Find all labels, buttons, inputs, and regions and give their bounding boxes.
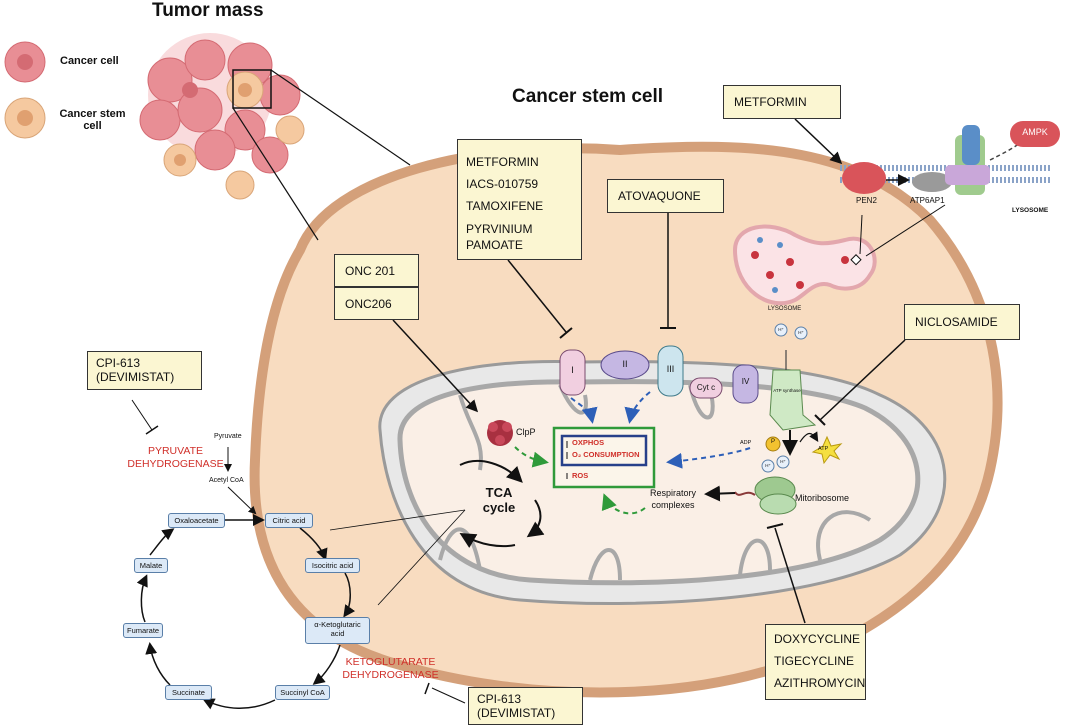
lysosome-label: LYSOSOME: [1012, 207, 1049, 214]
h-ion-label: H⁺: [780, 459, 786, 464]
atp-star: [811, 435, 843, 465]
cytochrome-c-label: Cyt c: [696, 383, 716, 392]
tca-cycle-label: TCA cycle: [482, 485, 516, 515]
tumor-mass-title: Tumor mass: [152, 0, 264, 21]
acetyl-coa-label: Acetyl CoA: [209, 477, 244, 484]
h-ion-label: H⁺: [765, 463, 771, 468]
ampk-label: AMPK: [1022, 127, 1048, 137]
metformin-lysosome-label: METFORMIN: [734, 95, 807, 109]
atp-synthase: [769, 369, 817, 431]
respiratory-complexes-label: Respiratory complexes: [649, 488, 696, 510]
phosphate-label: P: [770, 439, 775, 445]
cpi613-pdh-name: CPI-613: [96, 356, 141, 370]
ribosome-inhibitors-box: DOXYCYCLINE TIGECYCLINE AZITHROMYCIN: [765, 624, 866, 700]
atp6ap1-label: ATP6AP1: [910, 196, 945, 205]
complex-ii-label: II: [622, 359, 628, 369]
pyruvate-label: Pyruvate: [214, 433, 242, 440]
atovaquone-box: ATOVAQUONE: [607, 179, 724, 213]
onc201-box: ONC 201: [334, 254, 419, 287]
drug-tigecycline: TIGECYCLINE: [774, 654, 855, 669]
legend-cancer-stem-cell: Cancer stem cell: [59, 108, 126, 132]
tca-node-succinyl-coa: Succinyl CoA: [275, 685, 330, 700]
drug-iacs-010759: IACS-010759: [466, 177, 539, 192]
mitoribosome-label: Mitoribosome: [795, 493, 850, 503]
tca-node-malate: Malate: [134, 558, 168, 573]
complex-i-inhibitors-box: METFORMIN IACS-010759 TAMOXIFENE PYRVINI…: [457, 139, 582, 260]
drug-doxycycline: DOXYCYCLINE: [774, 632, 861, 646]
atp6ap1-protein: [912, 172, 952, 192]
atp-label: ATP: [818, 446, 829, 452]
tca-node-alpha-ketoglutaric-acid: α-Ketoglutaric acid: [305, 617, 370, 644]
metformin-lysosome-box: METFORMIN: [723, 85, 841, 119]
complex-iv-label: IV: [741, 377, 750, 386]
tca-node-oxaloacetate: Oxaloacetate: [168, 513, 225, 528]
ketoglutarate-dehydrogenase-label: KETOGLUTARATE DEHYDROGENASE: [342, 656, 439, 681]
drug-pyrvinium-pamoate: PYRVINIUM PAMOATE: [466, 221, 533, 252]
cpi613-kgdh-name: CPI-613: [477, 692, 522, 706]
clpp-label: ClpP: [516, 427, 536, 437]
atp-synthase-label: ATP synthase: [773, 388, 801, 393]
pen2-label: PEN2: [856, 196, 877, 205]
pyruvate-dehydrogenase-label: PYRUVATE DEHYDROGENASE: [127, 445, 224, 470]
tumor-mass: [139, 33, 305, 200]
adp-label: ADP: [740, 440, 752, 446]
effect-ros: ROS: [572, 471, 589, 480]
drug-metformin: METFORMIN: [466, 155, 539, 169]
niclosamide-box: NICLOSAMIDE: [904, 304, 1020, 340]
cpi613-pdh-alias: (DEVIMISTAT): [96, 370, 175, 385]
onc206-label: ONC206: [345, 297, 392, 311]
clpp-icon: [487, 420, 513, 446]
tca-node-isocitric-acid: Isocitric acid: [305, 558, 360, 573]
ampk-badge: [1010, 121, 1060, 147]
drug-azithromycin: AZITHROMYCIN: [774, 676, 866, 691]
phosphate: [765, 436, 781, 452]
tca-node-succinate: Succinate: [165, 685, 212, 700]
cancer-stem-cell-title: Cancer stem cell: [512, 86, 664, 107]
atovaquone-label: ATOVAQUONE: [618, 189, 701, 203]
complex-i: [559, 349, 586, 396]
complex-iii: [657, 345, 684, 397]
effect-oxphos: OXPHOS: [572, 438, 605, 447]
niclosamide-label: NICLOSAMIDE: [915, 315, 998, 329]
pen2-protein: [842, 162, 886, 194]
legend-cancer-cell: Cancer cell: [60, 55, 119, 67]
complex-i-label: I: [571, 365, 574, 375]
effects-inner-box: [560, 434, 648, 467]
lysosome-organelle: [732, 224, 877, 306]
onc206-box: ONC206: [334, 287, 419, 320]
cpi613-pdh-box: CPI-613 (DEVIMISTAT): [87, 351, 202, 390]
tca-node-fumarate: Fumarate: [123, 623, 163, 638]
h-ion-label: H⁺: [778, 327, 784, 332]
effect-o2-consumption: O₂ CONSUMPTION: [572, 450, 640, 459]
lysosome-small-label: LYSOSOME: [768, 306, 802, 312]
onc201-label: ONC 201: [345, 264, 396, 278]
tca-node-citric-acid: Citric acid: [265, 513, 313, 528]
cpi613-kgdh-alias: (DEVIMISTAT): [477, 706, 556, 721]
cytochrome-c: [689, 377, 723, 399]
cpi613-kgdh-box: CPI-613 (DEVIMISTAT): [468, 687, 583, 725]
drug-tamoxifene: TAMOXIFENE: [466, 199, 544, 214]
complex-iii-label: III: [666, 364, 675, 374]
h-ion-label: H⁺: [798, 330, 804, 335]
complex-iv: [732, 364, 759, 404]
complex-ii: [600, 350, 650, 380]
